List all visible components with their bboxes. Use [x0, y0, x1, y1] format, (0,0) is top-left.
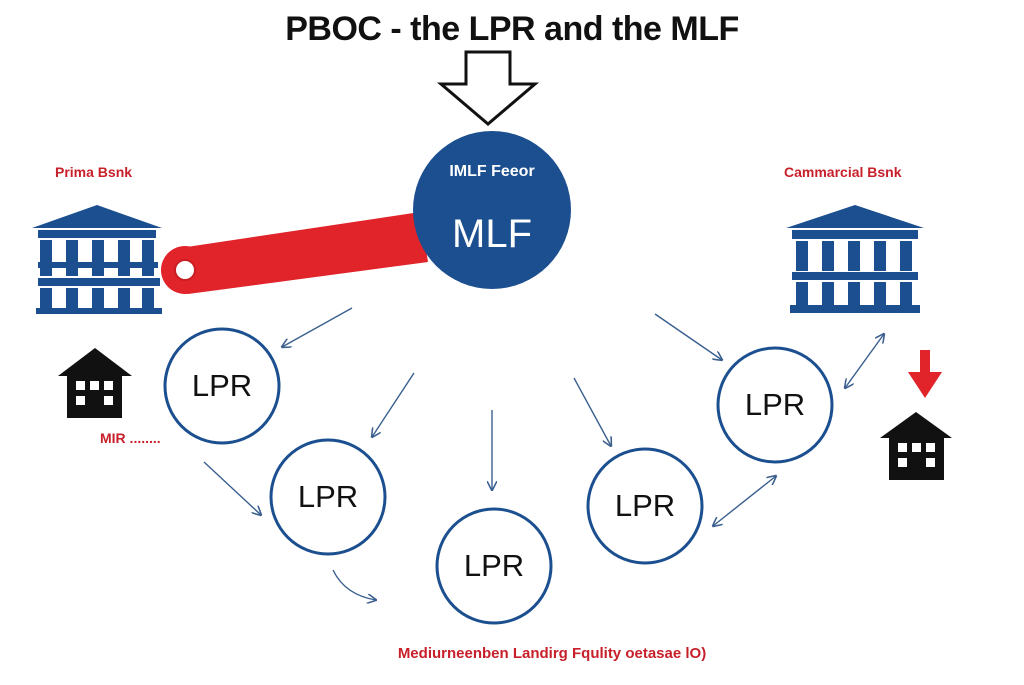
down-arrow-icon	[436, 50, 540, 126]
left-bank-building-icon	[32, 205, 162, 314]
lpr-circle-4	[586, 447, 704, 565]
lpr-circle-1	[163, 327, 281, 445]
diagram-title: PBOC - the LPR and the MLF	[285, 10, 739, 48]
lpr-circle-3	[435, 507, 553, 625]
lpr-circle-2	[269, 438, 387, 556]
arrow-2	[372, 372, 415, 437]
footer-text: Mediurneenben Landirg Fqulity oetasae lO…	[397, 645, 707, 662]
arrow-6	[203, 461, 261, 515]
red-down-arrow-icon	[908, 350, 942, 398]
left-house-icon	[58, 348, 132, 418]
lpr-label-2: LPR	[297, 479, 359, 514]
lpr-circle-5	[716, 346, 834, 464]
arrow-5	[654, 313, 722, 360]
lpr-label-1: LPR	[191, 368, 253, 403]
lever-bar	[180, 212, 428, 294]
lpr-label-4: LPR	[614, 488, 676, 523]
lpr-label-3: LPR	[463, 548, 525, 583]
mlf-label: MLF	[452, 212, 532, 256]
mlf-sublabel: IMLF Feeor	[449, 163, 535, 180]
arrow-7	[332, 569, 376, 600]
right-bank-label: Cammarcial Bsnk	[784, 164, 902, 180]
right-house-icon	[880, 412, 952, 480]
arrow-9	[845, 334, 884, 388]
lever-pivot	[174, 259, 196, 281]
mir-label: MIR ........	[100, 430, 161, 446]
mlf-circle	[413, 131, 571, 289]
arrow-1	[282, 307, 353, 347]
arrow-4	[573, 377, 611, 446]
left-bank-label: Prima Bsnk	[55, 164, 133, 180]
arrow-8	[713, 476, 776, 526]
footer-caption: Mediurneenben Landirg Fqulity oetasae lO…	[0, 645, 1024, 663]
lpr-label-5: LPR	[744, 387, 806, 422]
right-bank-building-icon	[786, 205, 924, 313]
